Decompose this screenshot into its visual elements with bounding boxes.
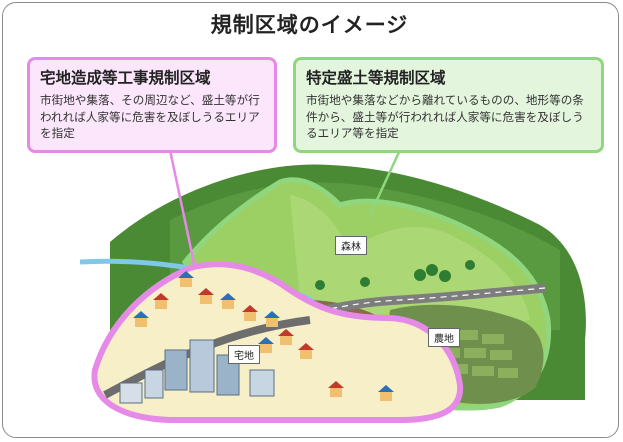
takuchi-zone-title: 宅地造成等工事規制区域 <box>40 69 211 87</box>
trees <box>315 260 475 290</box>
buildings <box>119 339 275 404</box>
green-leader-line <box>368 149 402 216</box>
houses <box>133 271 394 401</box>
pink-leader-line <box>168 149 197 269</box>
takuchi-zone-description: 市街地や集落、その周辺など、盛土等が行われれば人家等に危害を及ぼしうるエリアを指… <box>40 93 260 140</box>
takuchi-zone-callout: 宅地造成等工事規制区域 市街地や集落、その周辺など、盛土等が行われれば人家等に危… <box>27 57 277 153</box>
forest-label: 森林 <box>335 236 367 255</box>
page-title: 規制区域のイメージ <box>210 13 409 37</box>
tokutei-zone-title: 特定盛土等規制区域 <box>306 69 446 87</box>
residential-label: 宅地 <box>228 345 260 364</box>
farmland-label: 農地 <box>428 328 460 347</box>
tokutei-zone-description: 市街地や集落などから離れているものの、地形等の条件から、盛土等が行われれば人家等… <box>306 93 584 140</box>
tokutei-zone-callout: 特定盛土等規制区域 市街地や集落などから離れているものの、地形等の条件から、盛土… <box>293 57 604 153</box>
